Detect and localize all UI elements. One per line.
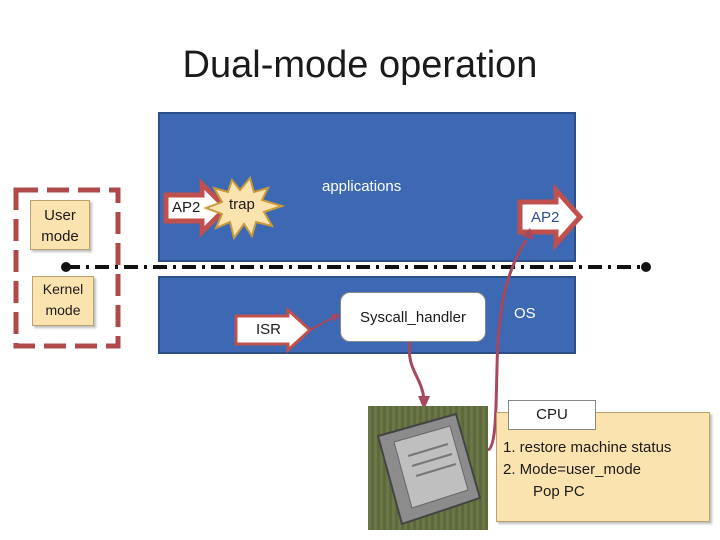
boundary-end-left (61, 262, 71, 272)
user-space-panel (158, 112, 576, 262)
ap2-left-arrow-shape (163, 177, 230, 239)
isr-arrow-shape (234, 306, 313, 354)
syscall-handler-box: Syscall_handler (340, 292, 486, 342)
os-label: OS (514, 305, 536, 322)
mode-dashed-box (13, 187, 121, 349)
isr-to-syscall-arrow (309, 315, 337, 331)
applications-label: applications (322, 178, 402, 195)
kernel-mode-line2: mode (45, 302, 81, 318)
cpu-steps-note: 1. restore machine status 2. Mode=user_m… (496, 412, 710, 522)
cpu-to-ap2-arrow (486, 239, 528, 452)
cpu-step-3: Pop PC (533, 483, 585, 500)
syscall-to-cpu-arrow (407, 341, 426, 401)
cpu-chip-image (368, 406, 488, 530)
isr-label: ISR (256, 321, 282, 338)
ap2-right-label: AP2 (531, 209, 560, 226)
kernel-mode-note: Kernel mode (32, 276, 94, 326)
cpu-step-2: 2. Mode=user_mode (503, 461, 642, 478)
ap2-left-label: AP2 (172, 199, 201, 216)
cpu-label-box: CPU (508, 400, 596, 430)
cpu-step-1: 1. restore machine status (503, 439, 672, 456)
trap-starburst (203, 175, 286, 241)
boundary-end-right (641, 262, 651, 272)
kernel-mode-line1: Kernel (42, 281, 84, 297)
page-title: Dual-mode operation (182, 44, 538, 86)
user-mode-note: User mode (30, 200, 90, 250)
user-mode-line2: mode (41, 228, 79, 245)
user-mode-line1: User (44, 207, 76, 224)
trap-label: trap (229, 196, 255, 213)
